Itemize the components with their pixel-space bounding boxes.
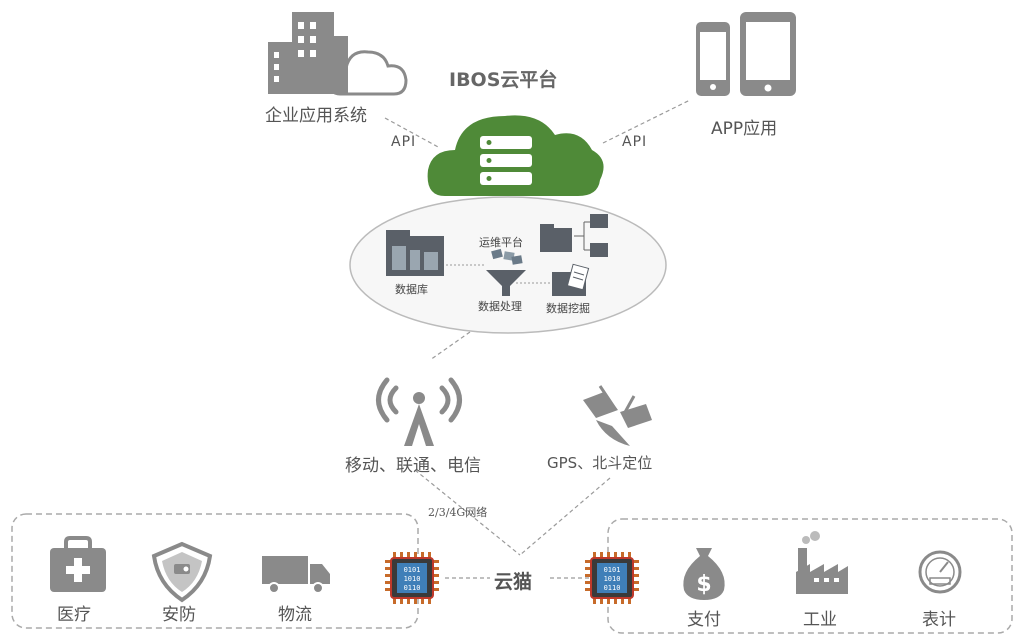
logistics-label: 物流 xyxy=(278,605,312,625)
building-icon xyxy=(268,12,348,94)
cell-tower-icon xyxy=(376,377,462,423)
small-cloud-icon xyxy=(328,50,408,96)
app-label: APP应用 xyxy=(711,119,778,139)
industry-label: 工业 xyxy=(803,610,837,630)
ops-icon xyxy=(491,248,523,265)
gps-label: GPS、北斗定位 xyxy=(547,454,653,472)
api-label-left: API xyxy=(391,134,417,150)
phone-icon xyxy=(696,22,730,96)
ops-platform-label: 运维平台 xyxy=(479,236,523,249)
platform-title: IBOS云平台 xyxy=(449,69,558,91)
data-mining-icon xyxy=(552,263,590,296)
database-icon xyxy=(386,230,444,276)
hub-label: 云猫 xyxy=(494,571,533,593)
enterprise-system-label: 企业应用系统 xyxy=(265,106,367,126)
platform-ellipse xyxy=(349,196,667,334)
chip-icon-right: 0101 1010 0110 xyxy=(585,552,639,604)
metering-label: 表计 xyxy=(922,610,956,630)
medical-label: 医疗 xyxy=(57,605,91,625)
svg-text:0110: 0110 xyxy=(604,584,621,592)
satellite-icon xyxy=(583,385,652,446)
network-type-label: 2/3/4G网络 xyxy=(428,506,488,519)
svg-text:0101: 0101 xyxy=(404,566,421,574)
money-bag-icon: $ xyxy=(683,548,725,600)
chip-icon-left: 0101 1010 0110 xyxy=(385,552,439,604)
svg-text:0110: 0110 xyxy=(404,584,421,592)
svg-text:$: $ xyxy=(696,572,711,597)
right-group-box xyxy=(607,518,1013,634)
truck-icon xyxy=(262,556,330,594)
data-mining-label: 数据挖掘 xyxy=(546,302,590,315)
svg-text:1010: 1010 xyxy=(604,575,621,583)
database-label: 数据库 xyxy=(395,283,428,296)
factory-icon xyxy=(796,531,848,594)
api-label-right: API xyxy=(622,134,648,150)
meter-gauge-icon xyxy=(918,550,962,594)
svg-text:0101: 0101 xyxy=(604,566,621,574)
tower-head xyxy=(413,392,425,404)
connector-lines xyxy=(384,99,691,579)
tablet-icon xyxy=(740,12,796,96)
funnel-icon xyxy=(486,270,526,296)
payment-label: 支付 xyxy=(687,610,721,630)
folder-tree-icon xyxy=(540,214,608,257)
tower-body xyxy=(404,404,434,446)
svg-text:1010: 1010 xyxy=(404,575,421,583)
ibos-cloud-icon xyxy=(427,115,604,196)
security-label: 安防 xyxy=(162,605,196,625)
medical-kit-icon xyxy=(50,536,106,592)
carriers-label: 移动、联通、电信 xyxy=(345,456,481,476)
data-processing-label: 数据处理 xyxy=(478,300,522,313)
security-shield-icon xyxy=(151,541,213,603)
